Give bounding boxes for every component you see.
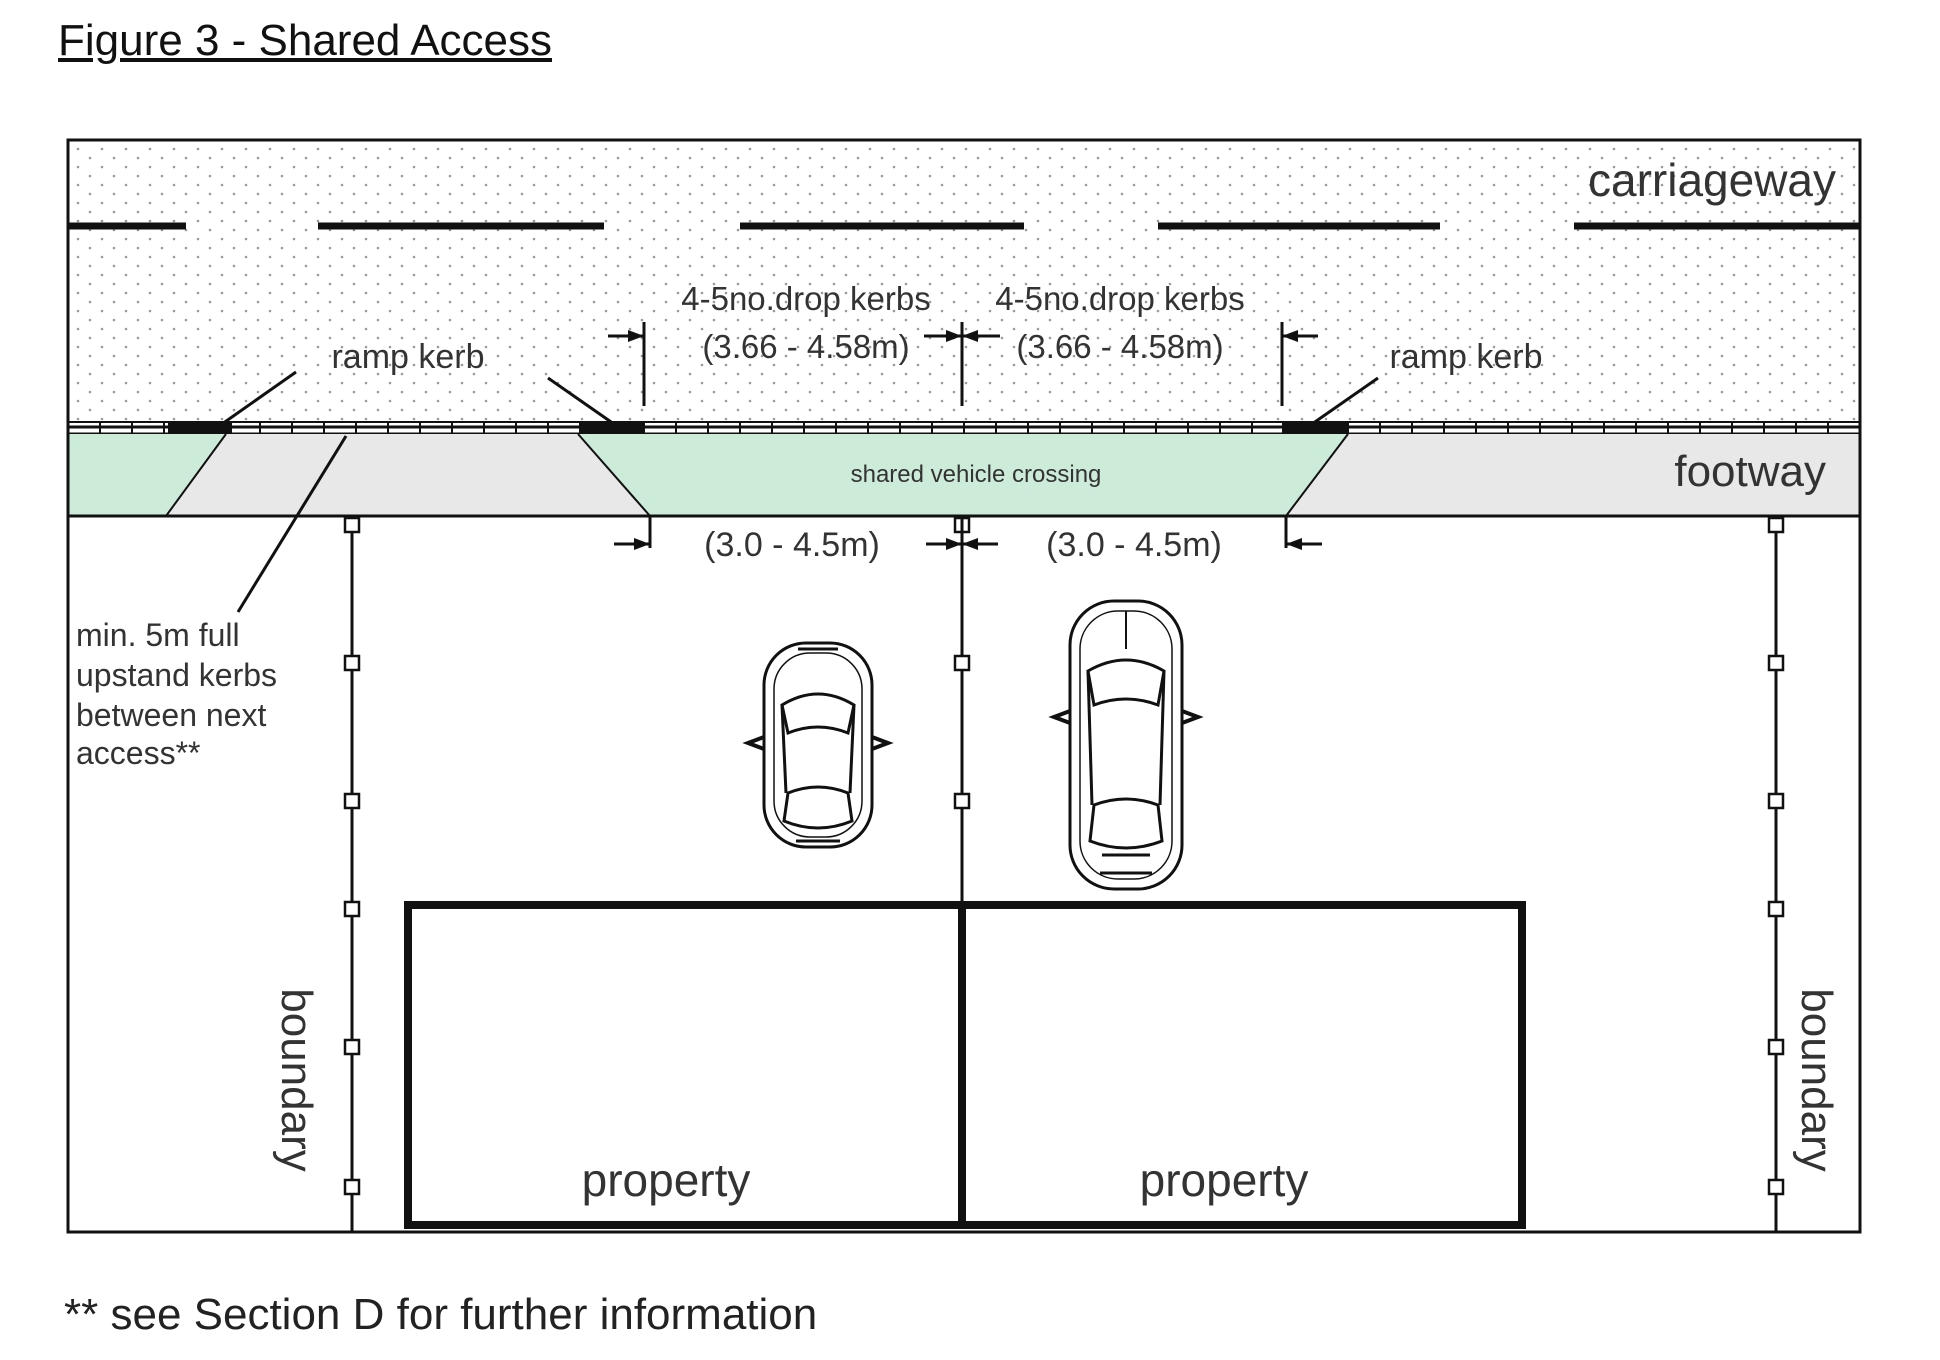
property-left-label: property xyxy=(582,1154,751,1206)
crossing-width-left-label: (3.0 - 4.5m) xyxy=(704,526,880,564)
crossing-width-right-label: (3.0 - 4.5m) xyxy=(1046,526,1222,564)
upstand-note-line: upstand kerbs xyxy=(76,657,277,693)
carriageway-label: carriageway xyxy=(1588,154,1836,206)
boundary-right-line xyxy=(1767,516,1785,1232)
drop-kerb-dimensions xyxy=(608,322,1318,406)
property-right xyxy=(958,901,1526,1229)
shared-crossing-fill xyxy=(578,434,1348,516)
figure-title: Figure 3 - Shared Access xyxy=(58,16,553,65)
ramp-kerb-right-label: ramp kerb xyxy=(1389,338,1542,376)
shared-crossing-label: shared vehicle crossing xyxy=(851,461,1102,488)
upstand-note-line: min. 5m full xyxy=(76,617,240,653)
drop-kerbs-right-line2: (3.66 - 4.58m) xyxy=(1016,328,1223,365)
boundary-left-label: boundary xyxy=(272,988,321,1171)
footway xyxy=(68,433,1860,518)
left-crossing-fill xyxy=(68,434,226,516)
boundary-left-line xyxy=(343,516,361,1232)
boundary-right-label: boundary xyxy=(1792,988,1841,1171)
car-left-icon xyxy=(742,641,894,849)
car-right-icon xyxy=(1048,599,1204,891)
upstand-note-line: access** xyxy=(76,735,201,771)
ramp-kerb-left-label: ramp kerb xyxy=(331,338,484,376)
carriageway xyxy=(66,138,1862,429)
upstand-note-line: between next xyxy=(76,697,266,733)
drop-kerbs-right-line1: 4-5no.drop kerbs xyxy=(995,280,1244,317)
leader-lines xyxy=(221,370,1379,613)
crossing-width-dimensions xyxy=(614,516,1322,550)
upstand-kerb-note: min. 5m full upstand kerbs between next … xyxy=(76,617,277,771)
site-frame xyxy=(66,138,1862,1234)
boundary-centre-line xyxy=(953,516,971,905)
footway-label: footway xyxy=(1674,447,1826,496)
footnote: ** see Section D for further information xyxy=(64,1290,818,1339)
drop-kerbs-left-line1: 4-5no.drop kerbs xyxy=(681,280,930,317)
property-right-label: property xyxy=(1140,1154,1309,1206)
drop-kerbs-left-line2: (3.66 - 4.58m) xyxy=(702,328,909,365)
